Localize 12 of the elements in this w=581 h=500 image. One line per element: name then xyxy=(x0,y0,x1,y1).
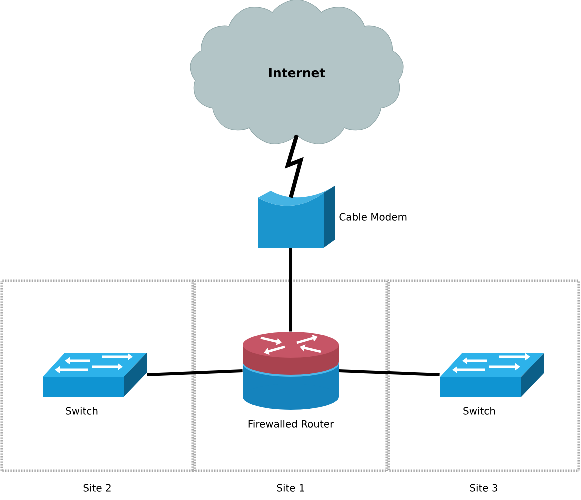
site-label: Site 3 xyxy=(470,484,498,492)
site-label: Site 2 xyxy=(84,484,111,492)
site-label: Site 1 xyxy=(277,484,304,492)
cable-line xyxy=(290,248,292,332)
cable-line xyxy=(339,370,440,376)
device-label: Switch xyxy=(464,407,496,415)
device-label: Firewalled Router xyxy=(248,420,334,428)
lightning-bolt xyxy=(284,134,304,198)
device-label: Cable Modem xyxy=(340,213,407,221)
cable-line xyxy=(147,370,243,376)
cloud: Internet xyxy=(190,0,404,144)
device-label: Switch xyxy=(66,407,98,415)
